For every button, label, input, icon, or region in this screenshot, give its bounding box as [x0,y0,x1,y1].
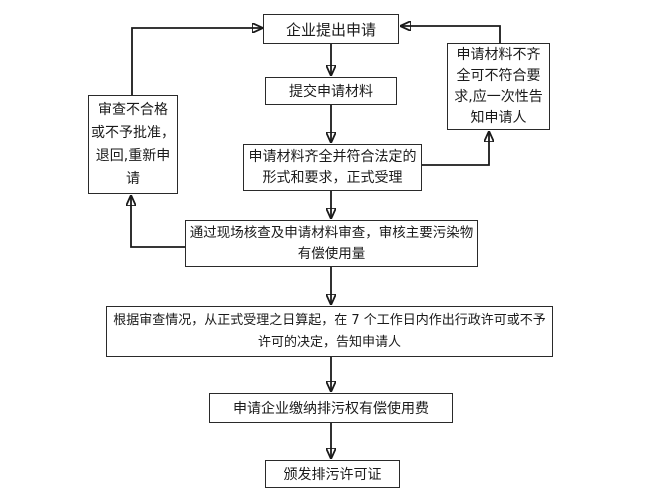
arrow-incomplete-to-apply [401,26,501,43]
flow-box-licensing-decision-label: 根据审查情况，从正式受理之日算起，在 7 个工作日内作出行政许可或不予 许可的决… [113,312,546,350]
flow-box-formal-acceptance-label: 申请材料齐全并符合法定的 形式和要求，正式受理 [248,148,417,186]
flow-box-licensing-decision: 根据审查情况，从正式受理之日算起，在 7 个工作日内作出行政许可或不予 许可的决… [106,306,553,357]
flow-box-onsite-review-label: 通过现场核查及申请材料审查，审核主要污染物 有偿使用量 [189,224,474,262]
flow-box-onsite-review: 通过现场核查及申请材料审查，审核主要污染物 有偿使用量 [185,220,478,267]
arrow-review-to-reject [131,196,185,248]
flow-box-rejected-reapply: 审查不合格 或不予批准， 退回,重新申 请 [88,95,178,194]
arrow-accept-to-incomplete [422,132,489,166]
flow-box-rejected-reapply-label: 审查不合格 或不予批准， 退回,重新申 请 [91,101,175,187]
flow-box-issue-permit-label: 颁发排污许可证 [283,467,382,483]
flow-box-incomplete-materials-notice: 申请材料不齐 全可不符合要 求,应一次性告 知申请人 [447,43,550,130]
flow-box-formal-acceptance: 申请材料齐全并符合法定的 形式和要求，正式受理 [243,144,422,191]
flow-box-apply: 企业提出申请 [263,14,399,44]
flow-box-pay-usage-fee: 申请企业缴纳排污权有偿使用费 [209,393,453,423]
flow-box-incomplete-materials-notice-label: 申请材料不齐 全可不符合要 求,应一次性告 知申请人 [454,46,543,126]
flow-box-pay-usage-fee-label: 申请企业缴纳排污权有偿使用费 [233,401,429,417]
flow-box-submit-materials: 提交申请材料 [265,77,397,105]
flow-box-submit-materials-label: 提交申请材料 [289,84,373,100]
flow-box-issue-permit: 颁发排污许可证 [265,460,400,488]
arrow-reject-to-apply [131,28,262,95]
flow-box-apply-label: 企业提出申请 [285,20,376,39]
